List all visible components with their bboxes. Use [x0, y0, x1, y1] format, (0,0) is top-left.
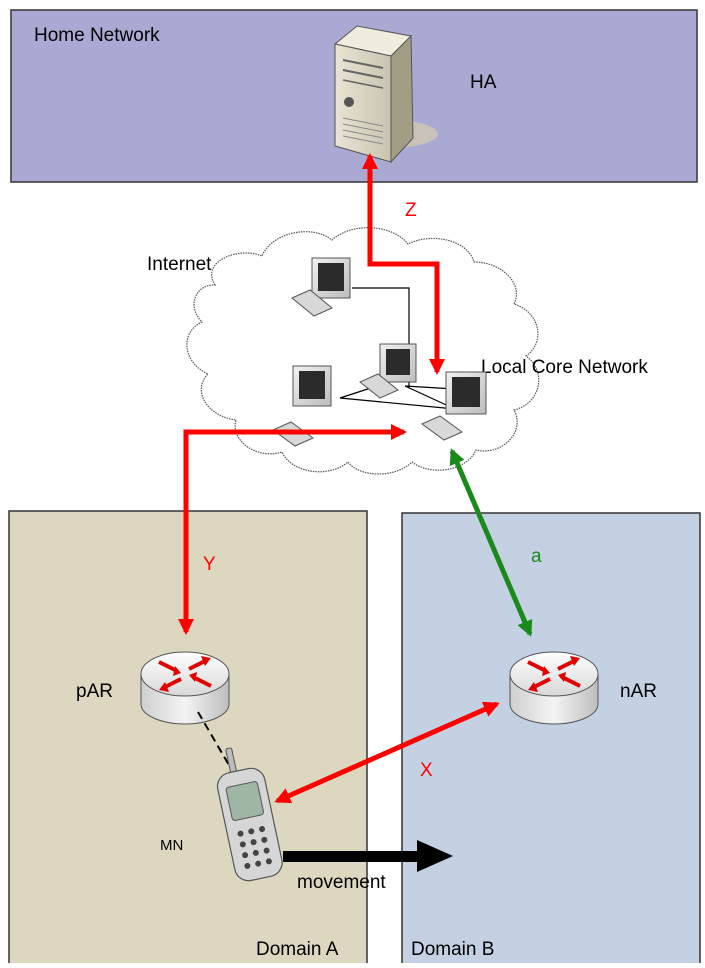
path-y: Y	[178, 424, 407, 635]
nar-router-icon	[509, 651, 599, 725]
home-network-label: Home Network	[34, 25, 160, 46]
path-a-label: a	[531, 546, 542, 567]
path-x-label: X	[420, 760, 433, 781]
par-router-icon	[140, 651, 230, 725]
par-label: pAR	[76, 681, 113, 702]
mn-phone-icon	[216, 747, 283, 882]
movement-arrow: movement	[283, 840, 453, 893]
domain-b-label: Domain B	[411, 939, 494, 960]
path-z: Z	[362, 153, 445, 375]
domain-b-region: Domain B	[401, 512, 701, 968]
movement-label: movement	[297, 872, 386, 893]
internet-label: Internet	[147, 254, 212, 275]
local-core-network-label: Local Core Network	[481, 357, 648, 378]
path-a: a	[449, 448, 542, 637]
domain-a-label: Domain A	[256, 939, 339, 960]
workstation-icon-4	[421, 371, 487, 441]
mn-label: MN	[160, 837, 183, 854]
path-x: X	[274, 701, 500, 804]
path-y-label: Y	[203, 554, 216, 575]
workstation-icon-1	[291, 257, 351, 317]
path-z-label: Z	[405, 200, 417, 221]
ha-server-icon	[333, 25, 438, 164]
nar-label: nAR	[620, 681, 657, 702]
ha-label: HA	[470, 72, 497, 93]
